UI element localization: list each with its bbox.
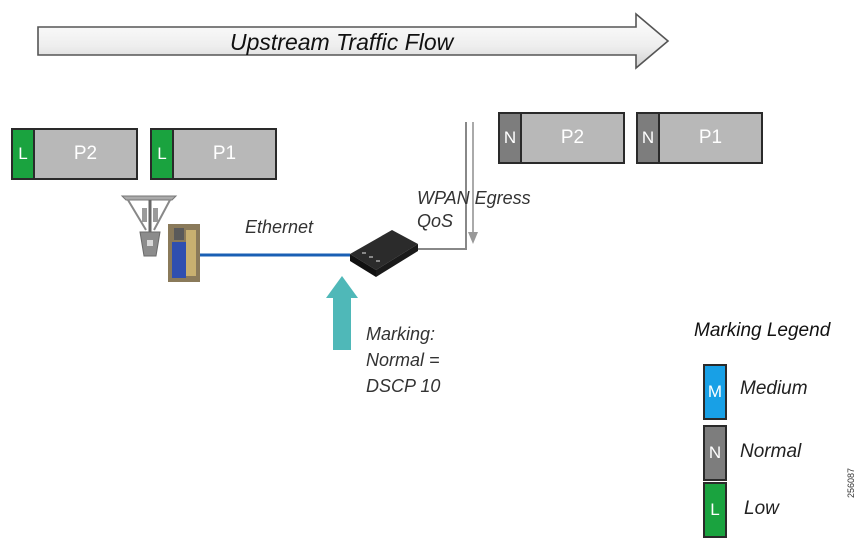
marking-note-line3: DSCP 10 [366,376,441,396]
wpan-egress-label-line2: QoS [417,211,454,231]
upstream-flow-arrow [37,12,670,70]
low-marking-tag: L [152,130,174,178]
legend-medium-swatch: M [703,364,727,420]
marking-note-line2: Normal = [366,350,440,370]
meter-icon [168,224,200,282]
wpan-egress-label: WPAN Egress QoS [417,187,531,233]
router-icon [350,230,418,277]
packet-label: P2 [560,127,585,148]
egress-packet-p2: N P2 [498,112,625,164]
pole-sensor-icon [120,195,178,257]
normal-marking-tag: N [638,114,660,162]
legend-normal-label: Normal [740,441,802,462]
packet-label: P1 [212,143,237,164]
legend-medium-label: Medium [740,378,808,399]
flow-title: Upstream Traffic Flow [230,29,454,55]
wpan-egress-arrowhead [468,232,478,244]
legend-normal-swatch: N [703,425,727,481]
normal-marking-tag: N [500,114,522,162]
marking-note-line1: Marking: [366,324,436,344]
marking-arrow [326,276,358,350]
low-marking-tag: L [13,130,35,178]
wpan-egress-line [412,122,467,250]
figure-id: 256087 [846,467,856,498]
legend-low-label: Low [744,498,779,519]
marking-note: Marking: Normal = DSCP 10 [366,321,440,399]
legend-low-swatch: L [703,482,727,538]
ingress-packet-p1: L P1 [150,128,277,180]
packet-label: P1 [698,127,723,148]
packet-label: P2 [73,143,98,164]
wpan-egress-label-line1: WPAN Egress [417,188,531,208]
ethernet-label: Ethernet [245,217,314,237]
ingress-packet-p2: L P2 [11,128,138,180]
egress-packet-p1: N P1 [636,112,763,164]
legend-title: Marking Legend [694,320,831,341]
